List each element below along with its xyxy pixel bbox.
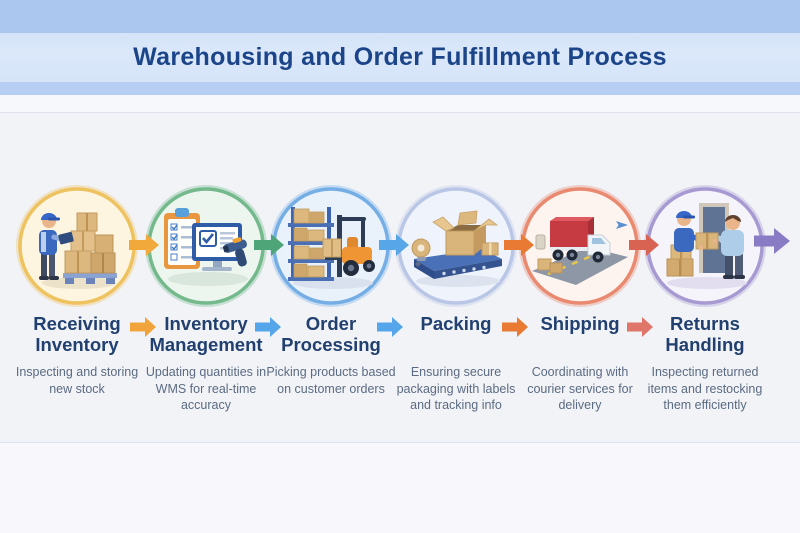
shipping-icon [519, 185, 641, 307]
step-label: Returns Handling [665, 313, 745, 356]
flow-arrow-3-icon [379, 234, 409, 256]
divider-top [0, 112, 800, 113]
packing-icon [395, 185, 517, 307]
step-inventory-management: Inventory Management Updating quantities… [140, 185, 272, 414]
label-arrow-5-icon [627, 317, 653, 337]
divider-bottom [0, 442, 800, 443]
flow-arrow-exit-icon [754, 228, 790, 254]
step-description: Inspecting returned items and restocking… [647, 365, 763, 412]
flow-arrow-5-icon [629, 234, 659, 256]
step-label: Inventory Management [149, 313, 263, 356]
forklift-rack-illustration [288, 207, 375, 289]
flow-arrow-2-icon [254, 234, 284, 256]
step-description: Coordinating with courier services for d… [527, 365, 633, 412]
barcode-scanner-icon [222, 237, 247, 267]
delivery-truck-illustration [532, 217, 628, 285]
returns-handling-icon [644, 185, 766, 307]
step-packing: Packing Ensuring secure packaging with l… [390, 185, 522, 414]
step-returns-handling: Returns Handling Inspecting returned ite… [639, 185, 771, 414]
step-label: Shipping [540, 313, 620, 334]
inventory-management-icon [145, 185, 267, 307]
conveyor-box-illustration [411, 210, 502, 287]
label-arrow-1-icon [130, 317, 156, 337]
worker-with-boxes-illustration [39, 212, 117, 289]
step-label: Packing [420, 313, 492, 334]
title-bar: Warehousing and Order Fulfillment Proces… [0, 33, 800, 82]
flow-arrow-4-icon [504, 234, 534, 256]
step-order-processing: Order Processing Picking products based … [265, 185, 397, 397]
step-description: Picking products based on customer order… [266, 365, 396, 396]
footer-area [0, 443, 800, 533]
header-lower-band [0, 82, 800, 95]
step-label: Order Processing [281, 313, 381, 356]
header-top-band [0, 0, 800, 33]
label-arrow-3-icon [377, 317, 403, 337]
step-shipping: Shipping Coordinating with courier servi… [514, 185, 646, 414]
handoff-illustration [666, 203, 747, 289]
page-title: Warehousing and Order Fulfillment Proces… [133, 43, 667, 71]
label-arrow-2-icon [255, 317, 281, 337]
wms-checklist-illustration [164, 208, 248, 286]
step-receiving-inventory: Receiving Inventory Inspecting and stori… [11, 185, 143, 397]
step-description: Updating quantities in WMS for real-time… [145, 365, 267, 412]
step-description: Inspecting and storing new stock [15, 365, 139, 396]
receiving-inventory-icon [16, 185, 138, 307]
content-top-strip [0, 95, 800, 112]
step-description: Ensuring secure packaging with labels an… [396, 365, 516, 412]
order-processing-icon [270, 185, 392, 307]
step-label: Receiving Inventory [33, 313, 121, 356]
label-arrow-4-icon [502, 317, 528, 337]
flow-arrow-1-icon [129, 234, 159, 256]
